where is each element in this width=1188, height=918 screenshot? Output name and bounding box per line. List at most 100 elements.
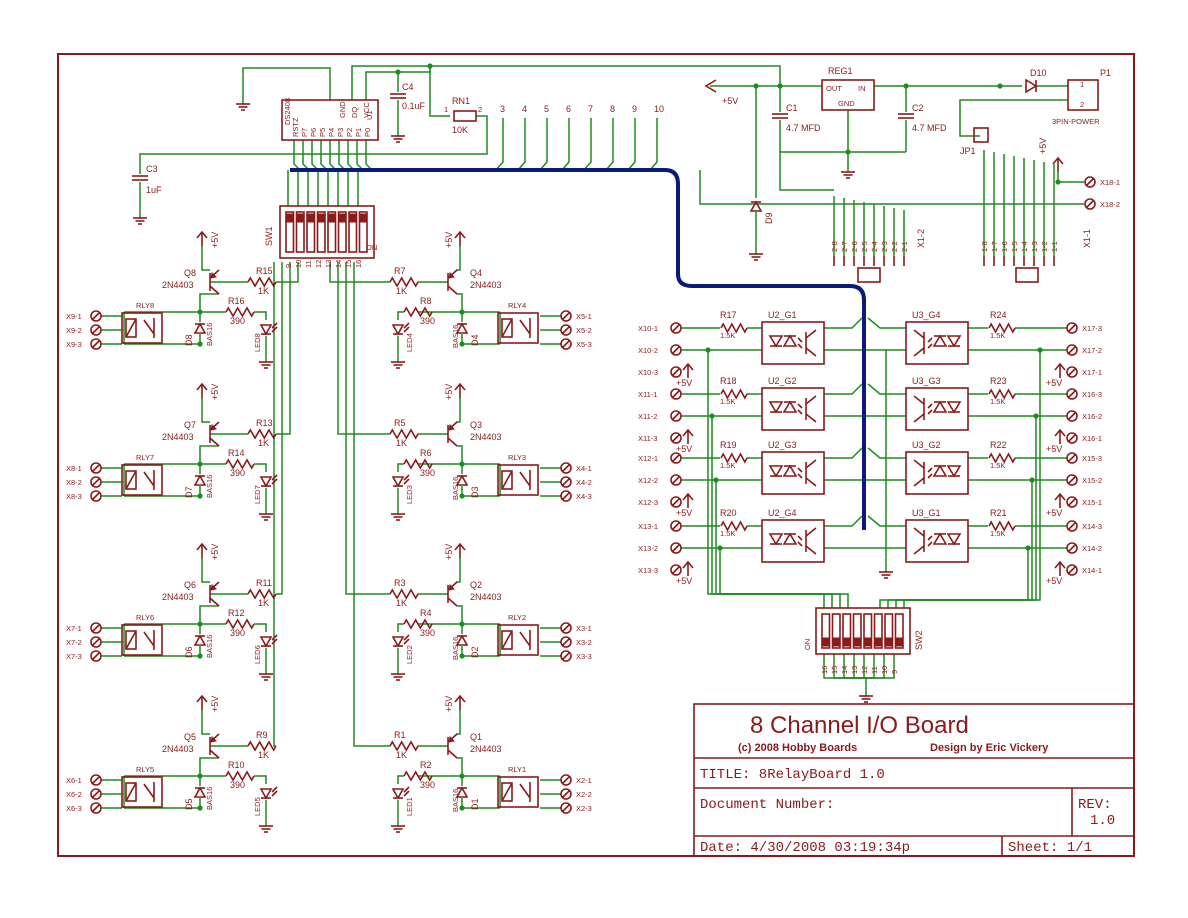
base-resistor-label: R15 <box>256 266 273 276</box>
c2-capacitor <box>898 113 914 119</box>
terminal-ring <box>90 788 102 800</box>
opto-transistor-lead <box>913 347 925 357</box>
terminal-slot <box>561 623 571 633</box>
terminal-slot <box>561 477 571 487</box>
junction-dot <box>197 653 203 659</box>
sw2-pin-label: 15 <box>830 666 839 674</box>
relay-contact <box>519 319 531 335</box>
relay <box>121 464 163 496</box>
transistor-ref-label: Q3 <box>470 420 482 430</box>
terminal-ring <box>90 774 102 786</box>
relay-coil-diag <box>125 630 137 650</box>
opto-diode <box>782 334 798 347</box>
status-led <box>259 476 273 488</box>
junction-dot <box>717 545 723 551</box>
relay <box>497 464 539 496</box>
relay-terminal <box>90 490 102 502</box>
u1-ref-label: U1 <box>365 110 374 120</box>
terminal-ring <box>90 324 102 336</box>
u1-pin-label: P4 <box>327 128 336 137</box>
relay-coil-diag <box>501 318 513 338</box>
d10-diode <box>1025 78 1038 94</box>
diode-body <box>391 476 405 488</box>
u1-gnd-wire <box>242 67 331 100</box>
vcc-head <box>682 362 694 371</box>
terminal-ring <box>90 462 102 474</box>
u1-pin-label: P2 <box>345 128 354 137</box>
terminal-ring <box>1066 520 1078 532</box>
input-vcc-arrow <box>682 428 694 444</box>
input-vcc-label: +5V <box>1046 378 1062 388</box>
dip-slot <box>831 613 841 649</box>
input-terminal <box>670 474 682 486</box>
transistor-collector <box>447 597 458 607</box>
relay-contact <box>519 783 531 799</box>
opto-ray <box>797 403 803 409</box>
dip-slot <box>842 613 852 649</box>
terminal-slot <box>1067 543 1077 553</box>
diode-body <box>193 634 207 646</box>
base-resistor-value: 1K <box>258 438 269 448</box>
rn1-pin-label: 1 <box>444 105 448 114</box>
terminal-ring <box>1066 496 1078 508</box>
terminal-label: X4-1 <box>576 464 592 473</box>
vcc-head <box>1052 156 1064 165</box>
rn1-pin-label: 6 <box>566 104 571 114</box>
terminal-label: X4-2 <box>576 478 592 487</box>
transistor-collector <box>447 749 458 759</box>
opto-diode <box>932 400 948 413</box>
base-resistor <box>389 588 419 600</box>
led-resistor-label: R16 <box>228 296 245 306</box>
terminal-slot <box>561 803 571 813</box>
input-terminal <box>670 496 682 508</box>
channel-vcc-arrow <box>454 694 466 710</box>
vcc-head <box>1054 492 1066 501</box>
led-resistor-value: 390 <box>420 780 435 790</box>
collector-wire <box>457 293 463 312</box>
relay-terminal <box>560 324 572 336</box>
terminal-ring <box>670 542 682 554</box>
c1-value: 4.7 MFD <box>786 123 821 133</box>
led-ray <box>271 786 278 793</box>
terminal-ring <box>90 650 102 662</box>
input-vcc-label: +5V <box>1046 576 1062 586</box>
flyback-diode <box>193 786 207 798</box>
terminal-slot <box>91 789 101 799</box>
p1-pin-label: 2 <box>1080 100 1084 109</box>
relay-terminal <box>560 338 572 350</box>
relay-terminal <box>90 622 102 634</box>
input-terminal <box>1066 452 1078 464</box>
x1-2-pin-label: 2-5 <box>860 241 869 252</box>
x1-2-pin-label: 2-2 <box>890 241 899 252</box>
terminal-slot <box>1067 521 1077 531</box>
x1-1-pin-label: 1-7 <box>990 241 999 252</box>
relay-contact <box>519 631 531 647</box>
led-ray <box>271 638 278 645</box>
opto-diode <box>946 465 962 478</box>
u1-pin-wire <box>365 140 373 171</box>
input-terminal <box>1066 564 1078 576</box>
dip-knob <box>854 637 861 647</box>
sw1-label: SW1 <box>264 226 274 246</box>
relay <box>497 776 539 808</box>
transistor-ref-label: Q5 <box>184 732 196 742</box>
board-title: 8 Channel I/O Board <box>750 712 969 739</box>
opto-transistor-lead <box>805 545 817 555</box>
relay-terminal <box>90 476 102 488</box>
led-ray <box>271 478 278 485</box>
opto-ref-label: U3_G4 <box>912 310 941 320</box>
input-terminal-label: X10-3 <box>638 368 658 377</box>
transistor-ref-label: Q1 <box>470 732 482 742</box>
input-vcc-arrow <box>1054 362 1066 378</box>
input-resistor-value: 1.5K <box>990 529 1005 538</box>
channel-vcc-arrow <box>196 542 208 558</box>
status-led <box>259 324 273 336</box>
channel-vcc-label: +5V <box>210 544 220 560</box>
c4-label: C4 <box>402 82 414 92</box>
led-wire <box>397 463 404 472</box>
d9-diode <box>749 200 763 212</box>
relay-terminal <box>90 788 102 800</box>
terminal-slot <box>561 651 571 661</box>
junction-dot <box>1033 413 1039 419</box>
